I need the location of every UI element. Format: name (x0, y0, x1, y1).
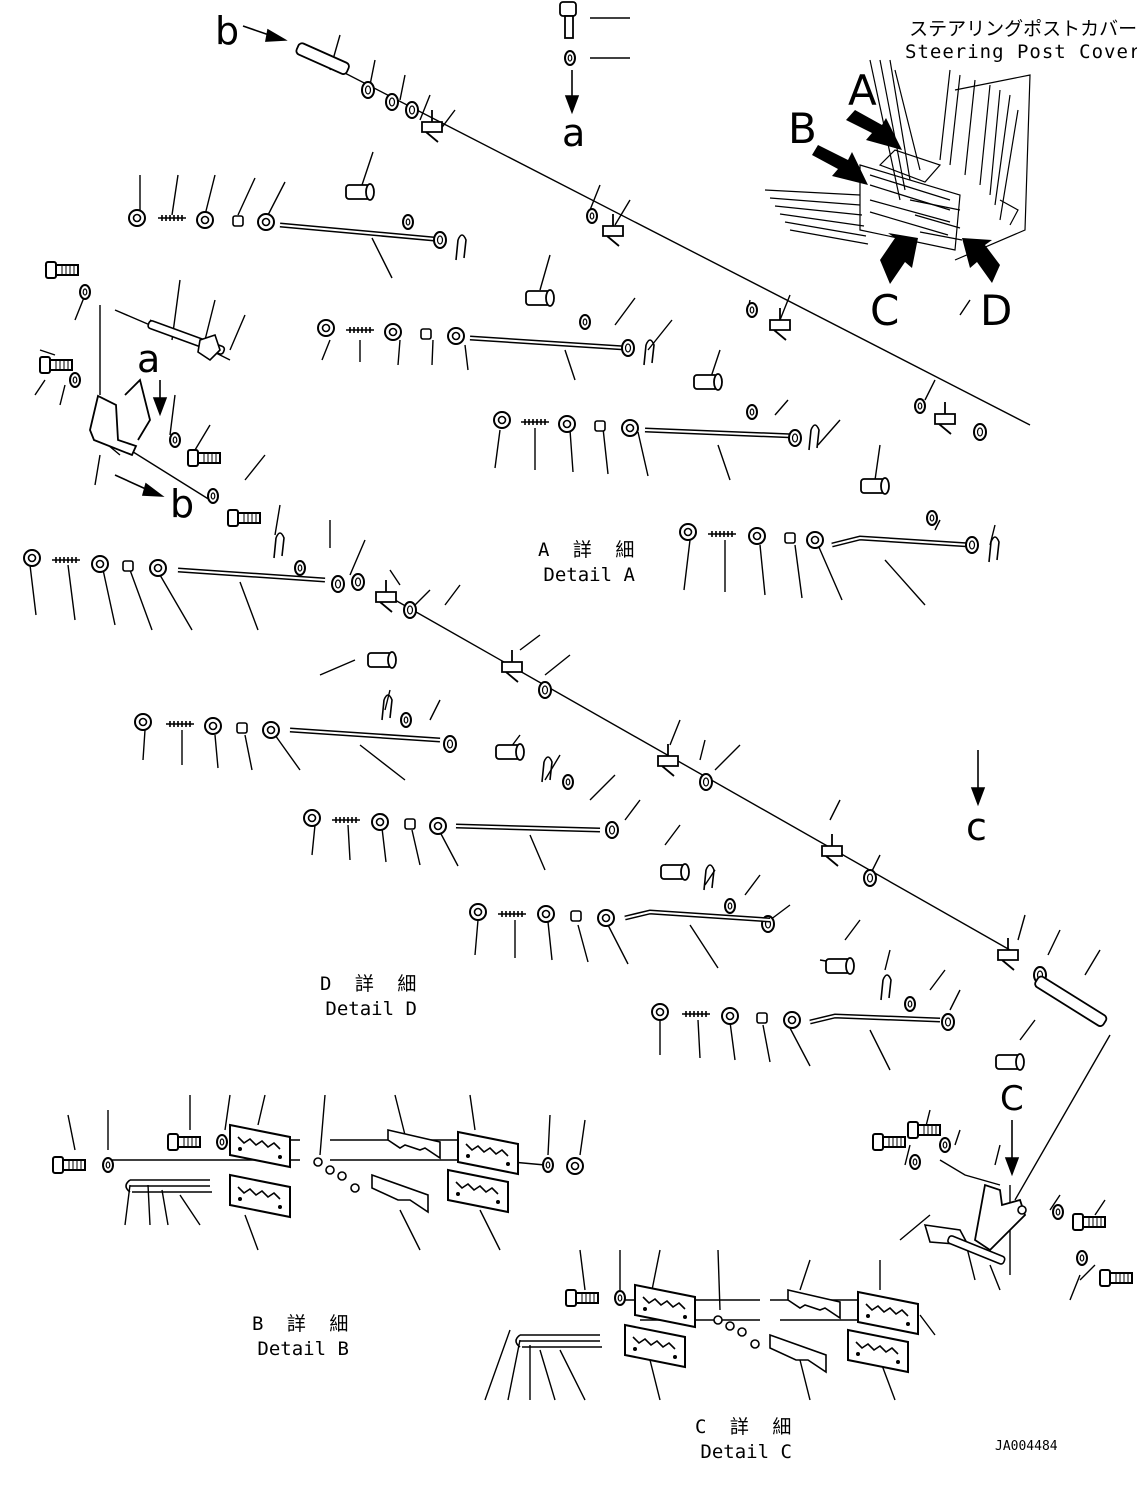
detail-c-caption: C 詳 細 Detail C (695, 1418, 797, 1462)
detail-b-jp: B 詳 細 (252, 1313, 355, 1335)
detail-a-caption: A 詳 細 Detail A (538, 541, 640, 585)
detail-a-en: Detail A (543, 564, 635, 586)
detail-c-jp: C 詳 細 (695, 1416, 798, 1438)
view-label-c-detail: C (1000, 1079, 1024, 1119)
cover-label: ステアリングポストカバー Steering Post Cover (905, 20, 1137, 62)
view-label-d: D (980, 286, 1013, 335)
detail-b-caption: B 詳 細 Detail B (252, 1315, 354, 1359)
detail-a-jp: A 詳 細 (538, 539, 641, 561)
view-label-b: B (788, 104, 817, 153)
detail-b-en: Detail B (257, 1338, 349, 1360)
cover-label-jp: ステアリングポストカバー (909, 18, 1137, 40)
marker-c-right: c (966, 805, 987, 849)
detail-d-caption: D 詳 細 Detail D (320, 975, 422, 1019)
detail-c-en: Detail C (700, 1441, 792, 1463)
view-label-c: C (870, 286, 900, 335)
marker-a-top: a (562, 111, 586, 155)
drawing-code: JA004484 (995, 1439, 1058, 1454)
marker-a-left: a (137, 337, 161, 381)
marker-b-top: b (215, 9, 240, 53)
detail-d-jp: D 詳 細 (320, 973, 423, 995)
cover-label-en: Steering Post Cover (905, 41, 1137, 63)
marker-b-left: b (170, 482, 195, 526)
detail-d-en: Detail D (325, 998, 417, 1020)
view-label-a: A (848, 66, 877, 115)
